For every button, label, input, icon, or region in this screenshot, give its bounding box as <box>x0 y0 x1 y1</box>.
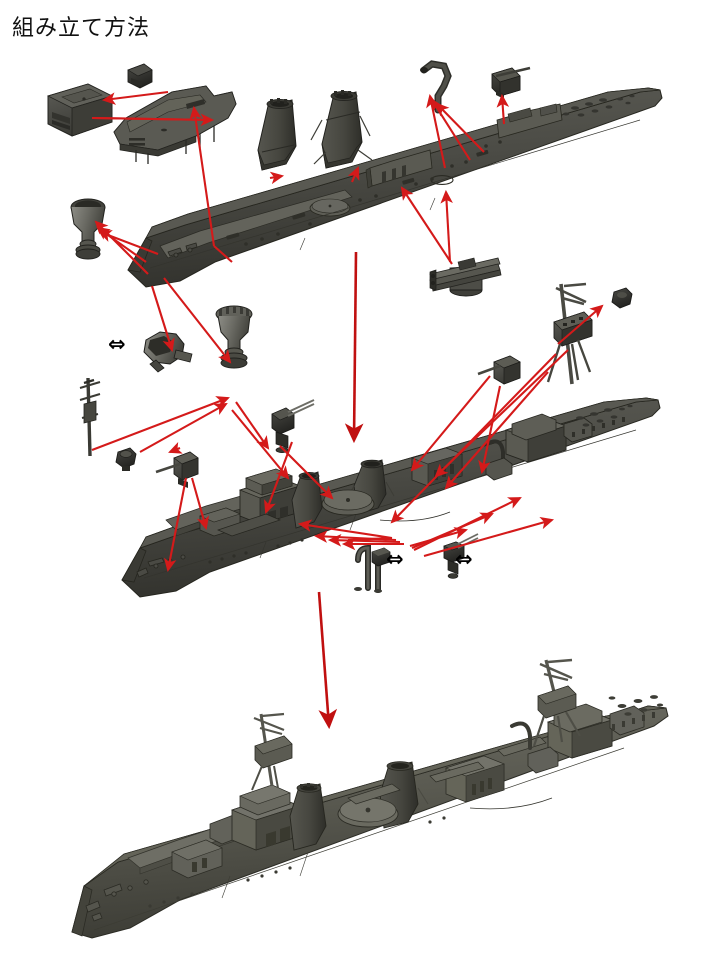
swap-marker-boat-davit: ⇔ <box>386 547 404 571</box>
part-aft-mast-assembly <box>546 282 593 385</box>
stage-2-arrow-tails <box>347 536 393 542</box>
part-capstan-winch <box>215 305 253 369</box>
part-depth-charge-rack <box>477 355 521 385</box>
stage-transition-arrow-1 <box>344 251 364 444</box>
stage-transition-arrow-2 <box>317 591 338 730</box>
part-triple-torpedo-tube <box>429 257 502 297</box>
part-forecastle-deck <box>113 85 237 164</box>
destroyer-completed <box>71 658 669 939</box>
destroyer-hull-stage-2 <box>121 397 661 598</box>
page-title: 組み立て方法 <box>12 16 151 41</box>
part-aa-gun-mount <box>155 451 199 488</box>
stage-1-group <box>46 60 663 373</box>
part-deck-gun <box>491 66 531 99</box>
part-searchlight <box>115 447 137 471</box>
part-twin-machine-gun <box>271 399 315 453</box>
destroyer-hull-stage-1 <box>127 87 663 288</box>
part-aft-funnel <box>310 90 373 169</box>
swap-marker-deck-machine-gun: ⇔ <box>455 547 473 571</box>
stage-2-arrows <box>91 304 604 573</box>
part-bridge-deckhouse <box>46 83 114 137</box>
part-small-bridge-wing <box>127 63 153 89</box>
part-boat-davit <box>354 544 391 593</box>
stage-2-group <box>79 282 661 598</box>
stage-3-group <box>71 658 669 939</box>
swap-marker-anchor-fitting: ⇔ <box>108 332 126 356</box>
stage-1-arrow-tails <box>91 116 233 263</box>
part-forward-funnel <box>257 98 297 171</box>
part-masthead-light <box>611 287 633 309</box>
part-topmast-yardarm <box>79 377 101 457</box>
